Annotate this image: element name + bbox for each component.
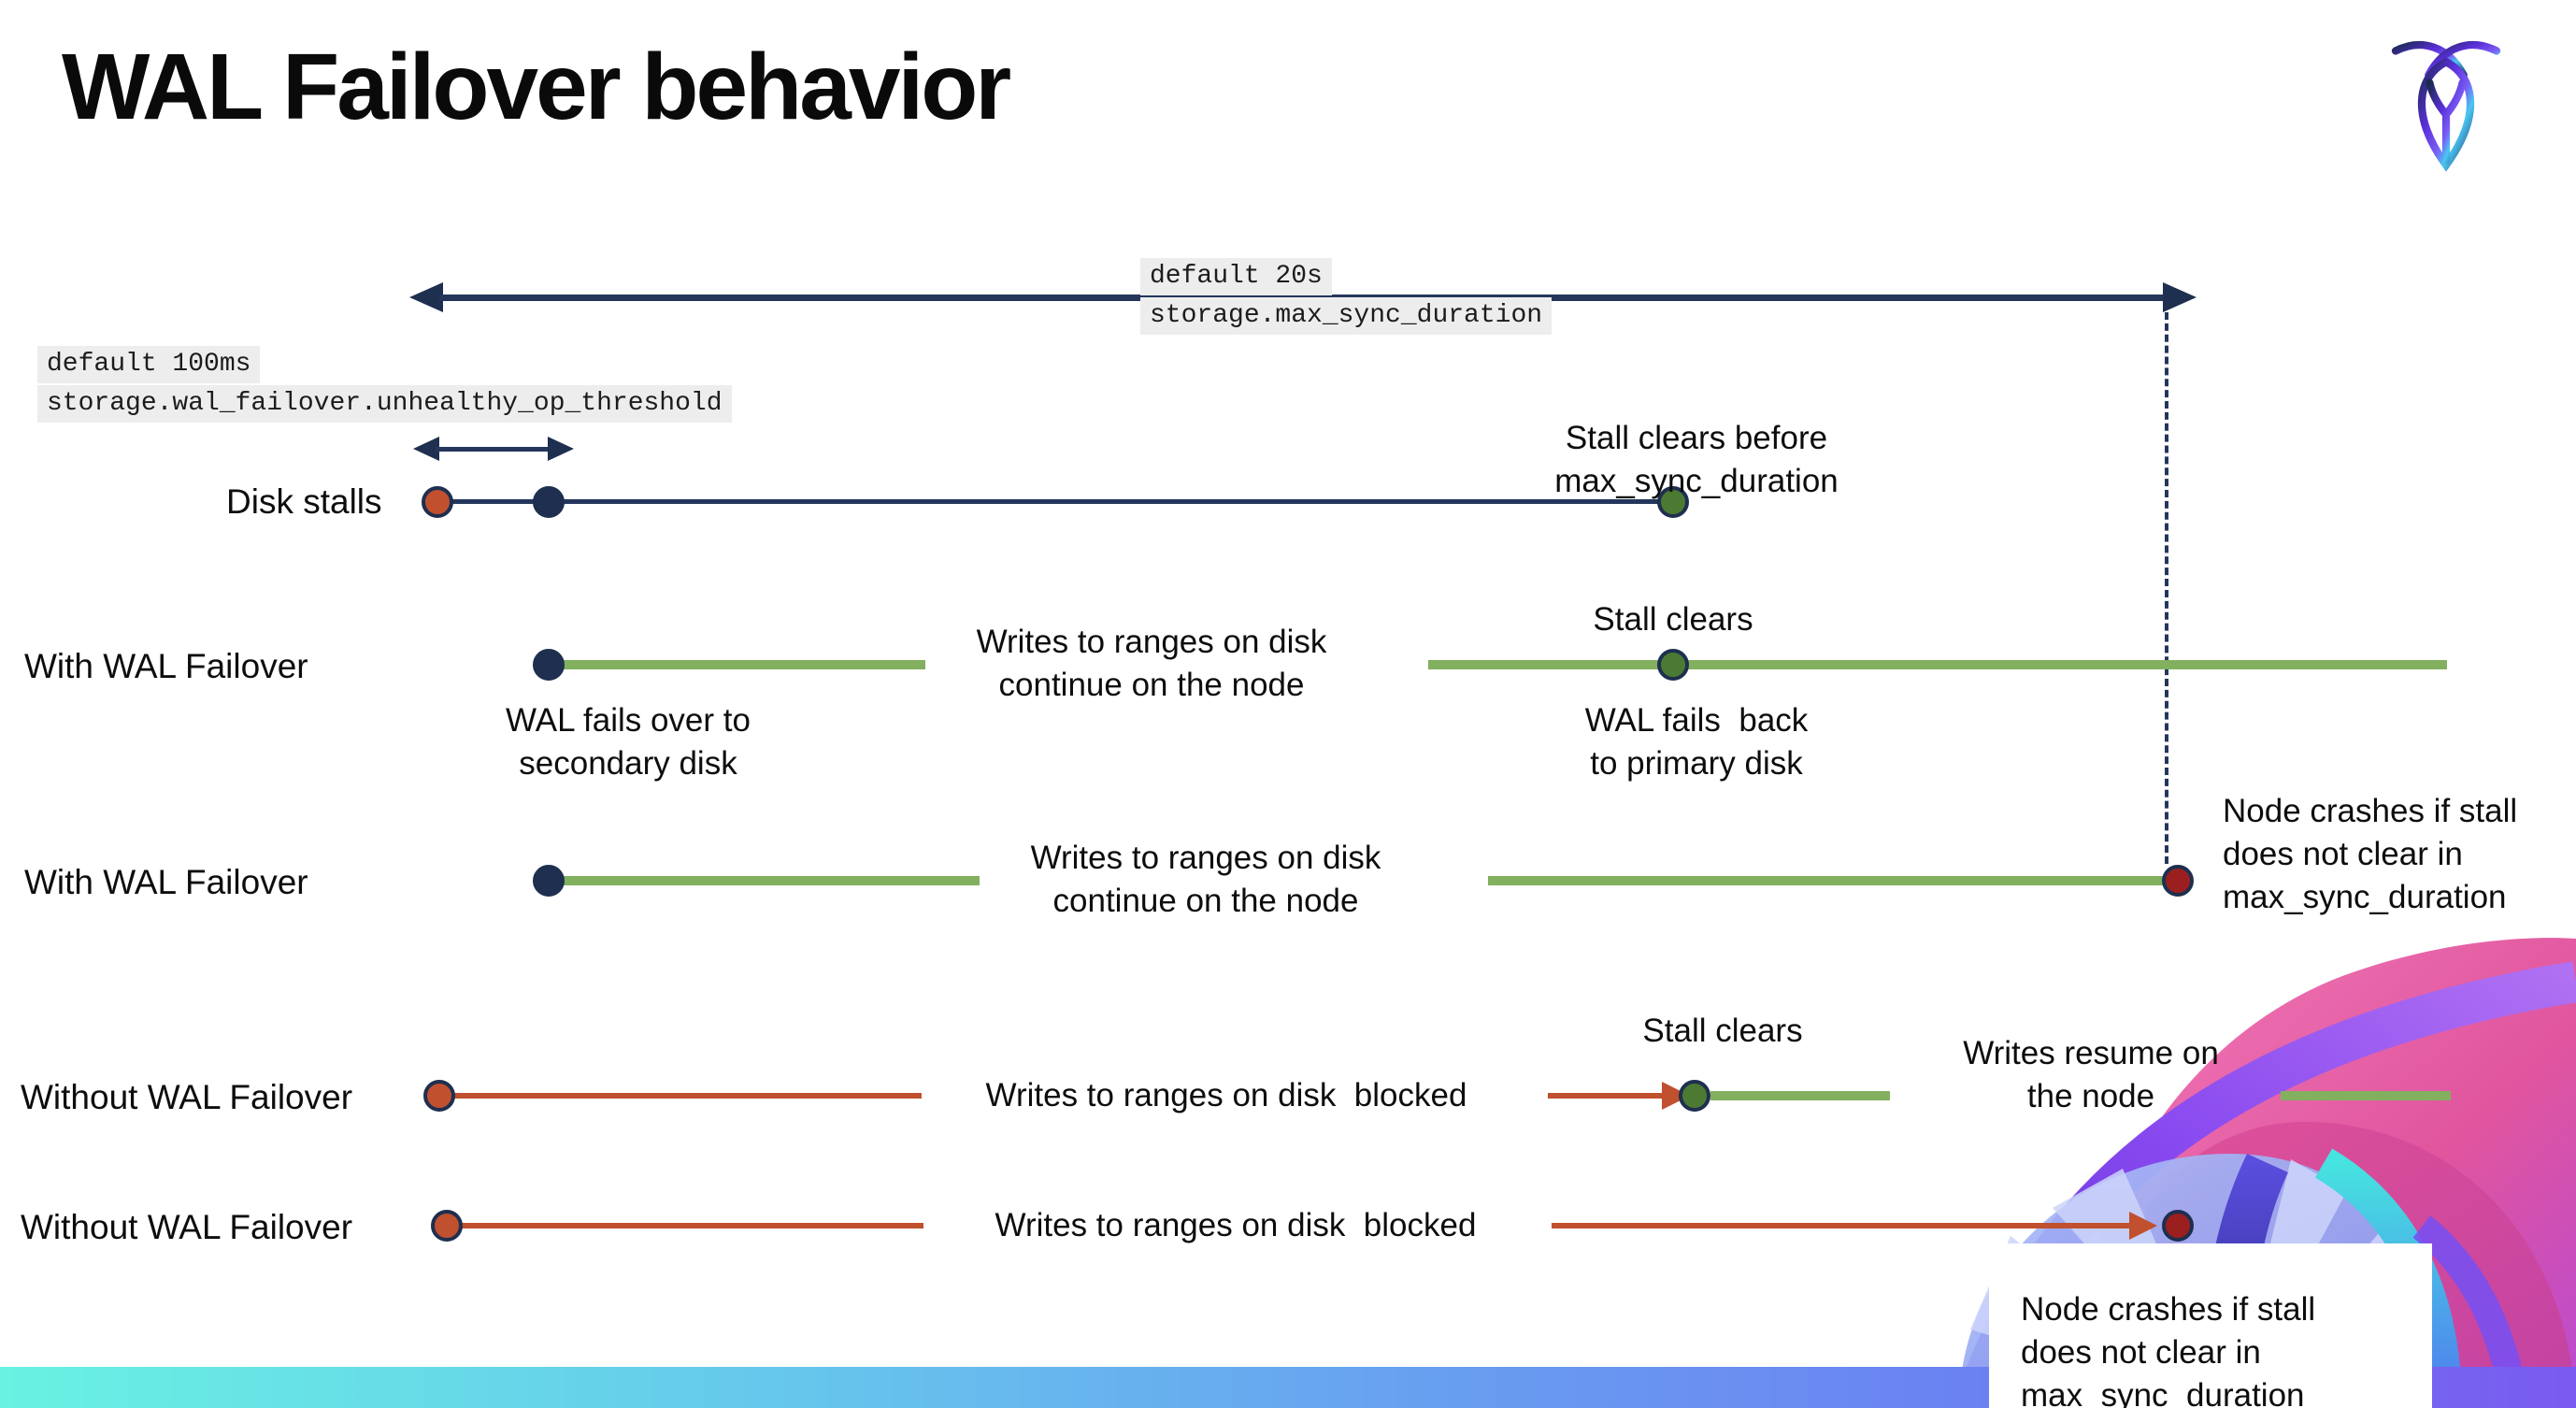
node-crash-callout-box: Node crashes if stall does not clear in … [1989,1243,2432,1408]
stall-clears-note-row4: Stall clears [1642,1013,1803,1049]
without-wal-1-green-line-a [1710,1091,1890,1100]
writes-resume-note: Writes resume on the node [1963,1035,2219,1115]
writes-blocked-note-row5: Writes to ranges on disk blocked [995,1207,1477,1243]
writes-blocked-note-row4: Writes to ranges on disk blocked [985,1077,1467,1113]
max-sync-arrow-right-head [2163,282,2197,312]
failover-note: WAL fails over to secondary disk [506,702,751,783]
writes-continue-note-row2: Writes to ranges on disk continue on the… [976,624,1327,704]
row-label-without-wal-2: Without WAL Failover [21,1208,353,1246]
threshold-reached-dot [533,486,565,518]
stall-clears-note-row2: Stall clears [1593,601,1753,638]
stall-clears-dot-row4 [1679,1080,1710,1112]
without-wal-1-red-line-b [1548,1093,1667,1099]
disk-stall-dot-row4 [423,1080,455,1112]
disk-stall-start-dot [422,486,453,518]
max-sync-arrow-left-head [409,282,443,312]
threshold-arrow-right-head [548,437,574,461]
failover-dot-row3 [533,865,565,897]
max-sync-default-label: default 20s [1140,258,1332,296]
node-crash-note-row3: Node crashes if stall does not clear in … [2223,793,2518,916]
unhealthy-op-setting-label: storage.wal_failover.unhealthy_op_thresh… [37,385,732,424]
without-wal-2-red-line-a [462,1223,923,1228]
disk-stall-dot-row5 [431,1210,463,1242]
row-label-with-wal-1: With WAL Failover [24,647,308,685]
row-label-without-wal-1: Without WAL Failover [21,1078,353,1116]
row-label-with-wal-2: With WAL Failover [24,863,308,901]
logo-wings [2426,79,2467,165]
threshold-arrow-left-head [413,437,439,461]
stall-clears-dot-row2 [1657,649,1689,681]
failback-note: WAL fails back to primary disk [1584,702,1809,783]
without-wal-1-red-line-a [454,1093,922,1099]
row-label-disk-stalls: Disk stalls [226,482,382,521]
without-wal-2-red-line-b [1552,1223,2133,1228]
node-crash-note-row5: Node crashes if stall does not clear in … [2021,1291,2316,1408]
threshold-arrow-shaft [436,447,551,452]
with-wal-2-green-line-a [559,876,980,885]
failover-dot-row2 [533,649,565,681]
stall-clears-dot-row1 [1657,486,1689,518]
node-crash-dot-row3 [2162,865,2194,897]
max-sync-dashed-line [2165,312,2168,864]
writes-continue-note-row3: Writes to ranges on disk continue on the… [1030,840,1381,920]
stall-clears-before-note: Stall clears before max_sync_duration [1554,420,1839,500]
without-wal-1-green-line-b [2281,1091,2451,1100]
without-wal-2-red-arrowhead [2129,1212,2157,1240]
node-crash-dot-row5 [2162,1210,2194,1242]
cockroach-labs-logo-icon [2391,40,2501,172]
unhealthy-op-default-label: default 100ms [37,346,261,384]
page-title: WAL Failover behavior [62,35,1011,139]
with-wal-1-green-line-b [1428,660,2447,669]
with-wal-1-green-line-a [559,660,925,669]
disk-stalls-timeline [439,499,1673,504]
with-wal-2-green-line-b [1488,876,2167,885]
max-sync-setting-label: storage.max_sync_duration [1140,297,1553,336]
